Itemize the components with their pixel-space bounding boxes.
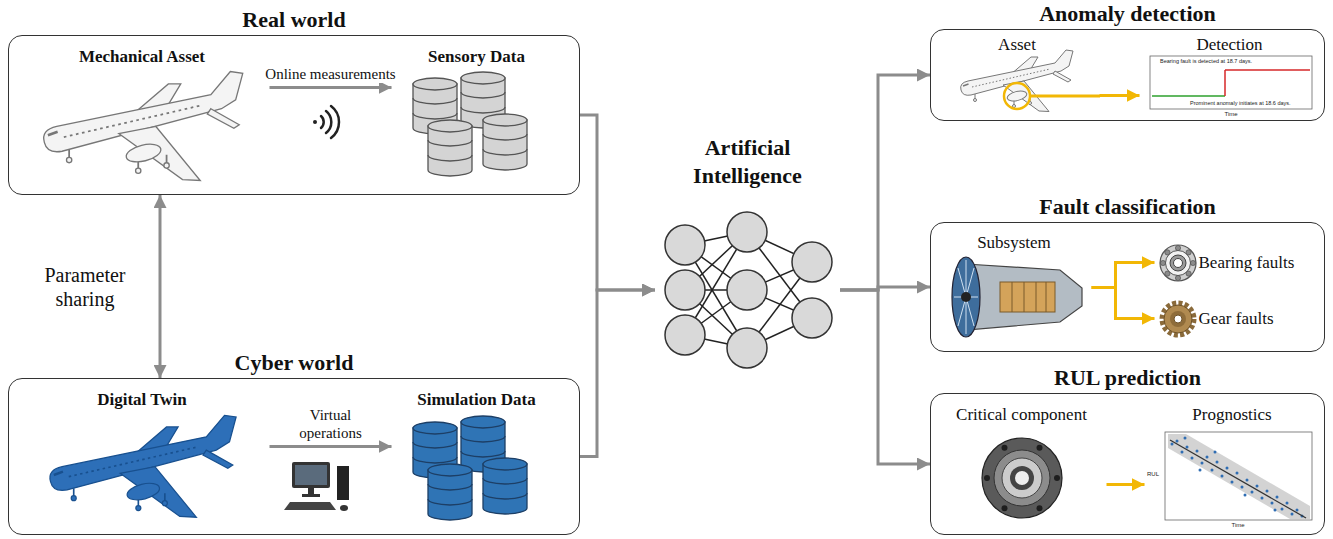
panel-title: RUL prediction <box>1054 366 1201 390</box>
rul-chart <box>1165 432 1312 520</box>
subsystem-group: Subsystem <box>937 228 1092 348</box>
chart-annotation: Prominent anomaly initiates at 18.6 days… <box>1190 100 1291 107</box>
chart-group: Prognostics <box>1145 400 1320 530</box>
gear-icon <box>1162 303 1194 335</box>
asset-group: Mechanical Asset <box>15 42 270 192</box>
node-label: Gear faults <box>1199 309 1274 329</box>
edge-label: Virtual operations <box>283 406 379 442</box>
axis-label: RUL <box>1147 470 1159 478</box>
connector-arrow <box>840 75 930 290</box>
axis-label: Time <box>1231 521 1244 529</box>
connector-arrow <box>580 290 655 457</box>
connector-arrow <box>840 290 930 464</box>
node-label: Asset <box>998 35 1036 55</box>
chart-annotation: Bearing fault is detected at 18.7 days. <box>1160 58 1252 65</box>
connector-arrow <box>580 115 655 290</box>
node-label: Critical component <box>956 405 1087 425</box>
connector-arrow <box>270 445 392 448</box>
highlight-callout <box>1004 83 1100 109</box>
node-label: Digital Twin <box>97 390 187 410</box>
block-title: Artificial Intelligence <box>655 134 840 190</box>
node-label: Bearing faults <box>1199 253 1295 273</box>
connector-arrow <box>1092 263 1155 288</box>
airplane-icon <box>961 50 1073 112</box>
ai-block: Artificial Intelligence <box>655 130 840 360</box>
world-panel: Cyber worldDigital TwinSimulation Data <box>8 378 580 535</box>
node-label: Mechanical Asset <box>79 47 205 67</box>
component-icon <box>982 438 1062 518</box>
node-label: Prognostics <box>1192 405 1271 425</box>
node-label: Subsystem <box>977 233 1051 253</box>
airplane-icon <box>44 72 243 181</box>
node-label: Detection <box>1196 35 1262 55</box>
connector-arrow <box>270 86 392 89</box>
data-store: Simulation Data <box>392 385 562 530</box>
detection-chart <box>1150 56 1312 109</box>
computer-icon <box>284 462 349 511</box>
data-store: Sensory Data <box>392 42 562 192</box>
edge-label: Online measurements <box>263 65 397 83</box>
node-label: Sensory Data <box>428 47 525 67</box>
world-panel: Real worldMechanical AssetSensory Data <box>8 35 580 195</box>
connector-arrow <box>1092 288 1155 319</box>
connector-arrow <box>1100 94 1140 97</box>
digital-twin-airplane <box>50 415 236 517</box>
edge-label: Parameter sharing <box>24 263 146 311</box>
panel-title: Cyber world <box>235 351 354 375</box>
node-label: Simulation Data <box>417 390 536 410</box>
output-panel: Anomaly detectionAssetDetection <box>930 29 1325 121</box>
connector-arrow <box>1107 483 1145 486</box>
database-icon <box>413 72 527 176</box>
database-icon <box>413 416 527 520</box>
fault-type: Gear faults <box>1155 296 1323 342</box>
engine-subsystem <box>952 257 1082 337</box>
output-panel: Fault classificationSubsystemBearing fau… <box>930 222 1325 352</box>
fault-type: Bearing faults <box>1155 240 1323 286</box>
twin-group: Digital Twin <box>15 385 270 530</box>
component-group: Critical component <box>937 400 1107 530</box>
connector-arrow <box>159 195 162 378</box>
wifi-symbol <box>313 106 339 138</box>
bearing-icon <box>1160 245 1196 281</box>
neural-network <box>665 212 832 368</box>
asset-group: Asset <box>935 30 1100 116</box>
panel-title: Anomaly detection <box>1039 2 1216 26</box>
axis-label: Time <box>1224 110 1237 118</box>
panel-title: Real world <box>242 8 345 32</box>
panel-title: Fault classification <box>1039 195 1216 219</box>
output-panel: RUL predictionCritical componentPrognost… <box>930 393 1325 535</box>
